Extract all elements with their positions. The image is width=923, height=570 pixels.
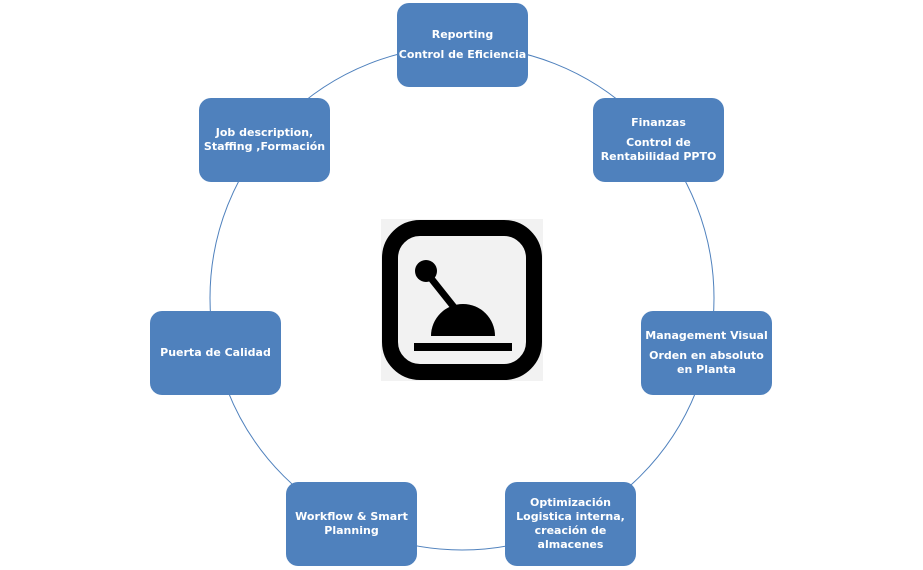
icon-floor-bar: [414, 343, 512, 351]
node-title: Optimización: [530, 496, 611, 509]
node-subtitle: Orden en absoluto: [649, 349, 764, 362]
node-title: Management Visual: [645, 329, 768, 342]
icon-background: [381, 219, 543, 381]
node-finanzas[interactable]: Finanzas Control de Rentabilidad PPTO: [593, 98, 724, 182]
node-title: Finanzas: [631, 116, 686, 129]
node-subtitle: Control de: [626, 136, 691, 149]
node-management-visual[interactable]: Management Visual Orden en absoluto en P…: [641, 311, 772, 395]
node-title-cont: Planning: [324, 524, 379, 537]
node-puerta-de-calidad[interactable]: Puerta de Calidad: [150, 311, 281, 395]
node-title: Puerta de Calidad: [160, 346, 271, 359]
icon-frame: [382, 220, 542, 380]
node-reporting[interactable]: Reporting Control de Eficiencia: [397, 3, 528, 87]
node-subtitle-cont: en Planta: [677, 363, 736, 376]
node-workflow[interactable]: Workflow & Smart Planning: [286, 482, 417, 566]
node-subtitle: Control de Eficiencia: [398, 48, 527, 61]
icon-lever-knob: [415, 260, 437, 282]
node-job-description[interactable]: Job description, Staffing ,Formación: [199, 98, 330, 182]
node-line-3: creación de: [534, 524, 607, 537]
node-optimizacion[interactable]: Optimización Logistica interna, creación…: [505, 482, 636, 566]
node-title: Workflow & Smart: [295, 510, 408, 523]
node-title-cont: Staffing ,Formación: [203, 140, 326, 153]
lever-control-icon: [381, 219, 543, 381]
node-title: Reporting: [431, 28, 494, 41]
node-line-4: almacenes: [537, 538, 604, 551]
node-title: Job description,: [215, 126, 314, 139]
icon-lever-base: [431, 304, 495, 336]
node-subtitle-cont: Rentabilidad PPTO: [600, 150, 717, 163]
node-line-2: Logistica interna,: [516, 510, 625, 523]
